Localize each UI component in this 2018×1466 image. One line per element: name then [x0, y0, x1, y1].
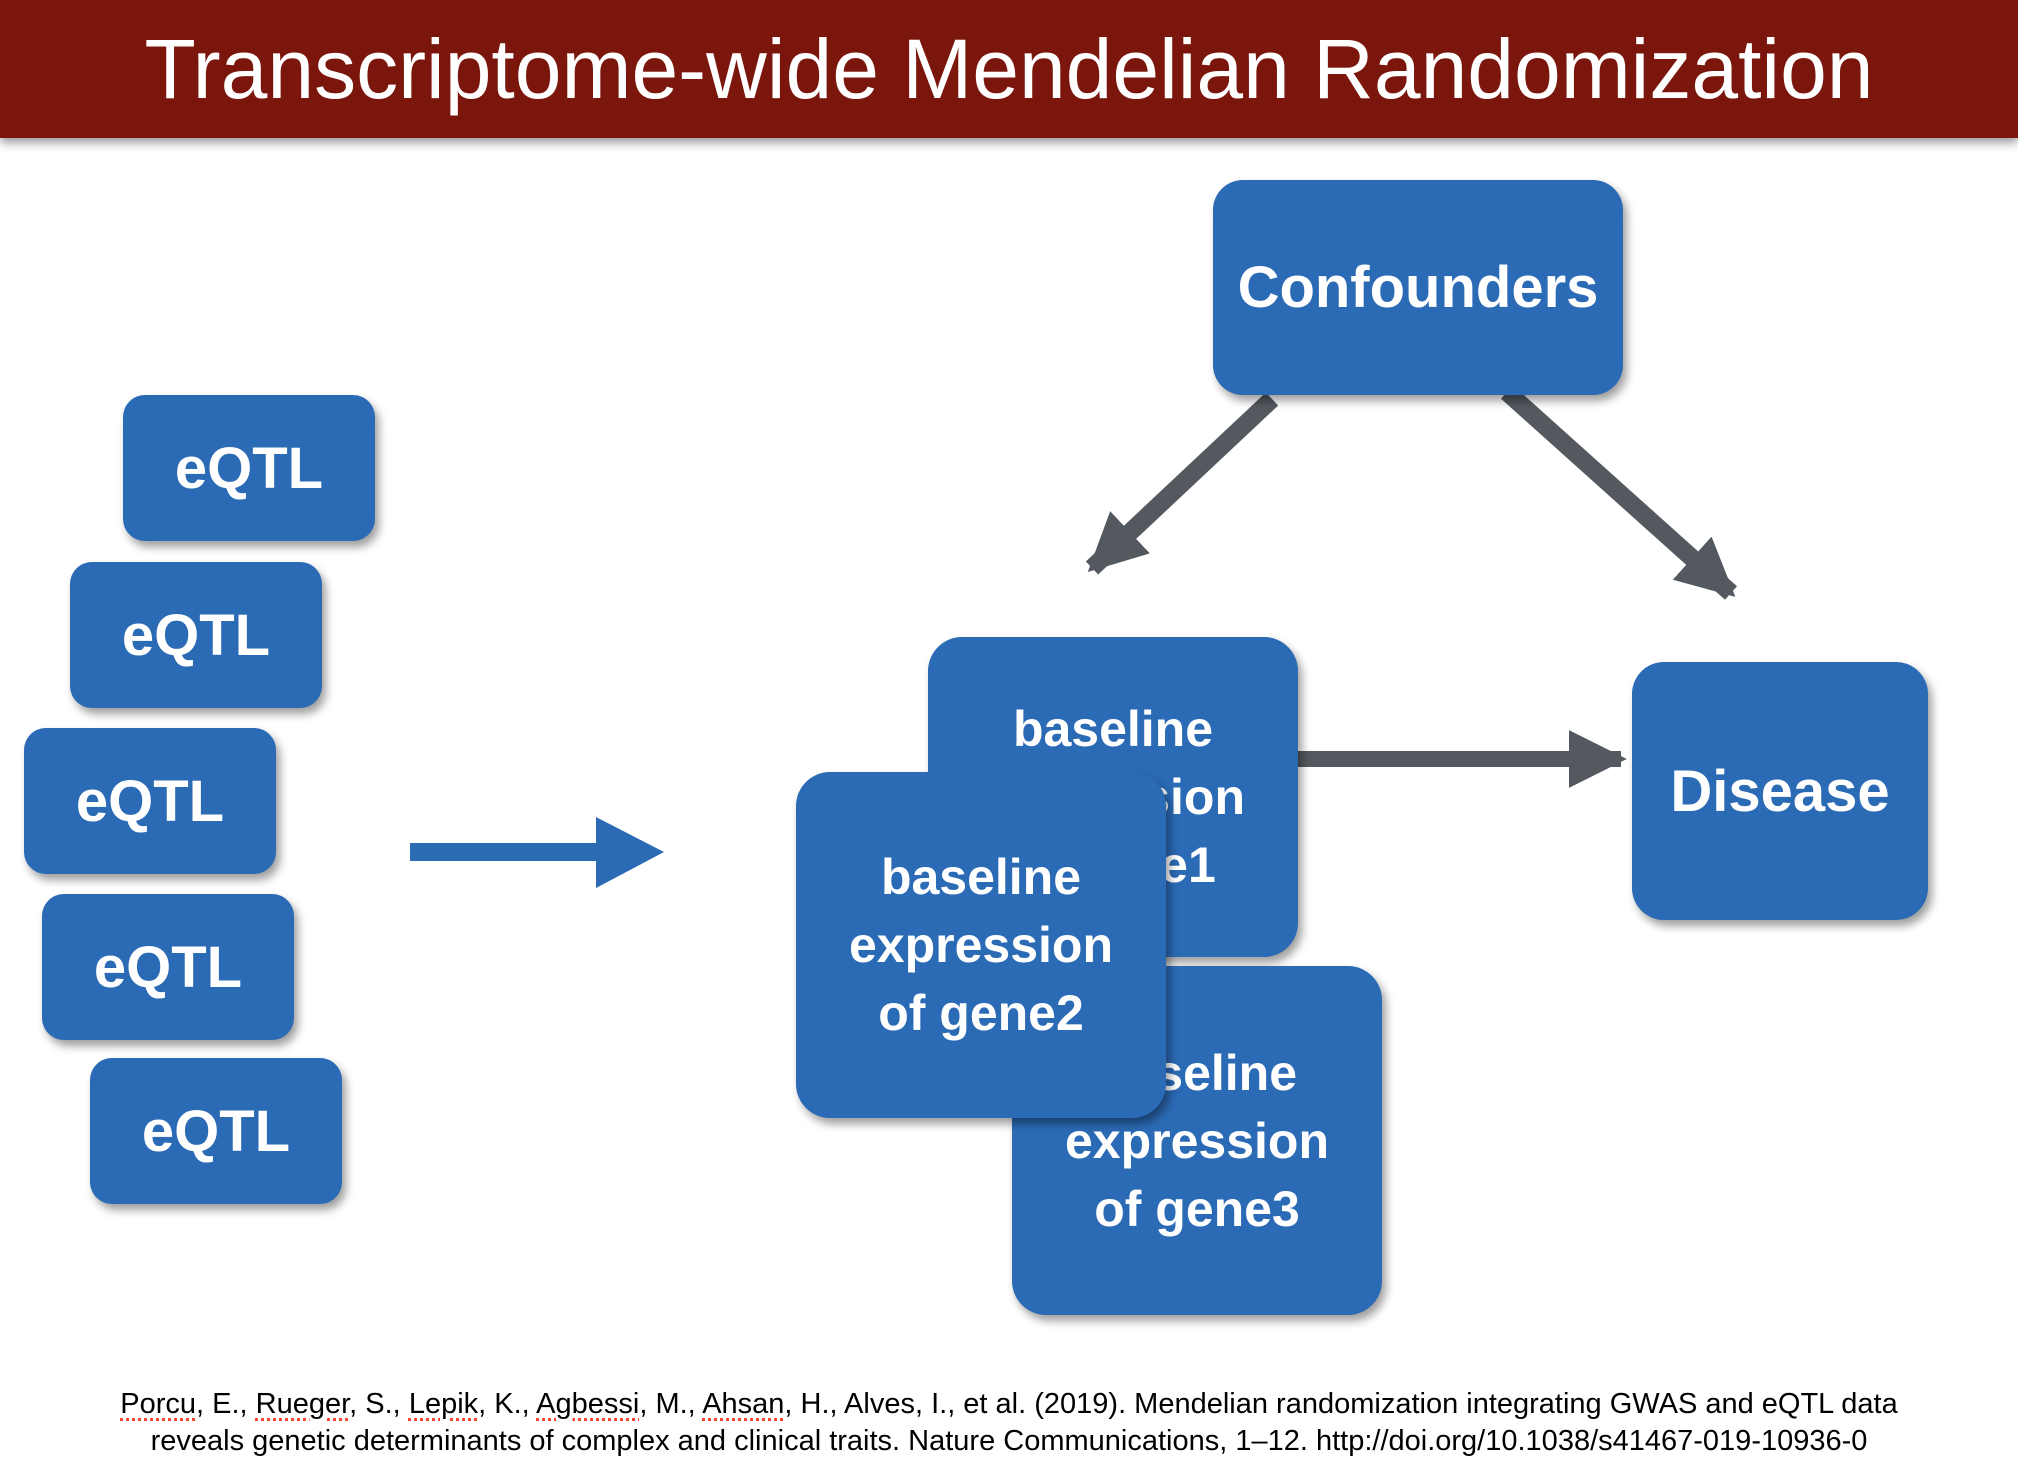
citation-seg: , S.,	[349, 1388, 409, 1420]
eqtl-box-1-label: eQTL	[174, 435, 324, 501]
eqtl-box-5: eQTL	[90, 1058, 342, 1204]
gene2-line-1: baseline	[880, 849, 1082, 905]
citation-seg: , H., Alves, I., et al. (2019). Mendelia…	[784, 1388, 1898, 1420]
citation-author-porcu: Porcu	[120, 1388, 197, 1420]
eqtl-box-2-label: eQTL	[121, 602, 271, 668]
confounders-label: Confounders	[1237, 255, 1599, 320]
gene2-line-2: expression	[848, 917, 1113, 973]
citation-author-rueger: Rueger	[255, 1388, 350, 1420]
confounders-to-exposure-arrow	[1085, 392, 1279, 575]
disease-label: Disease	[1670, 758, 1890, 824]
confounders-box: Confounders	[1213, 180, 1623, 395]
eqtl-box-5-label: eQTL	[141, 1098, 291, 1164]
citation-line-2: reveals genetic determinants of complex …	[150, 1425, 1868, 1457]
eqtl-box-4-label: eQTL	[93, 934, 243, 1000]
eqtl-box-1: eQTL	[123, 395, 375, 541]
citation-line-1: Porcu, E., Rueger, S., Lepik, K., Agbess…	[0, 1386, 2018, 1423]
eqtl-box-3: eQTL	[24, 728, 276, 874]
citation-seg: , E.,	[196, 1388, 256, 1420]
eqtl-box-4: eQTL	[42, 894, 294, 1040]
gene3-line-3: of gene3	[1094, 1180, 1300, 1237]
citation-author-ahsan: Ahsan	[702, 1388, 785, 1420]
gene2-line-3: of gene2	[878, 985, 1084, 1041]
disease-box: Disease	[1632, 662, 1928, 920]
gene1-line-1: baseline	[1012, 701, 1214, 757]
exposure-box-gene2: baseline expression of gene2	[796, 772, 1166, 1118]
gene3-line-2: expression	[1064, 1112, 1329, 1169]
citation-author-agbessi: Agbessi	[536, 1388, 640, 1420]
eqtl-to-exposure-arrow	[410, 817, 664, 888]
citation-author-lepik: Lepik	[408, 1388, 479, 1420]
eqtl-box-2: eQTL	[70, 562, 322, 708]
confounders-to-disease-arrow	[1500, 385, 1738, 600]
title-bar: Transcriptome-wide Mendelian Randomizati…	[0, 0, 2018, 138]
page-title: Transcriptome-wide Mendelian Randomizati…	[144, 21, 1874, 116]
citation: Porcu, E., Rueger, S., Lepik, K., Agbess…	[0, 1386, 2018, 1460]
eqtl-box-3-label: eQTL	[75, 768, 225, 834]
citation-seg: , K.,	[478, 1388, 537, 1420]
citation-seg: , M.,	[639, 1388, 703, 1420]
